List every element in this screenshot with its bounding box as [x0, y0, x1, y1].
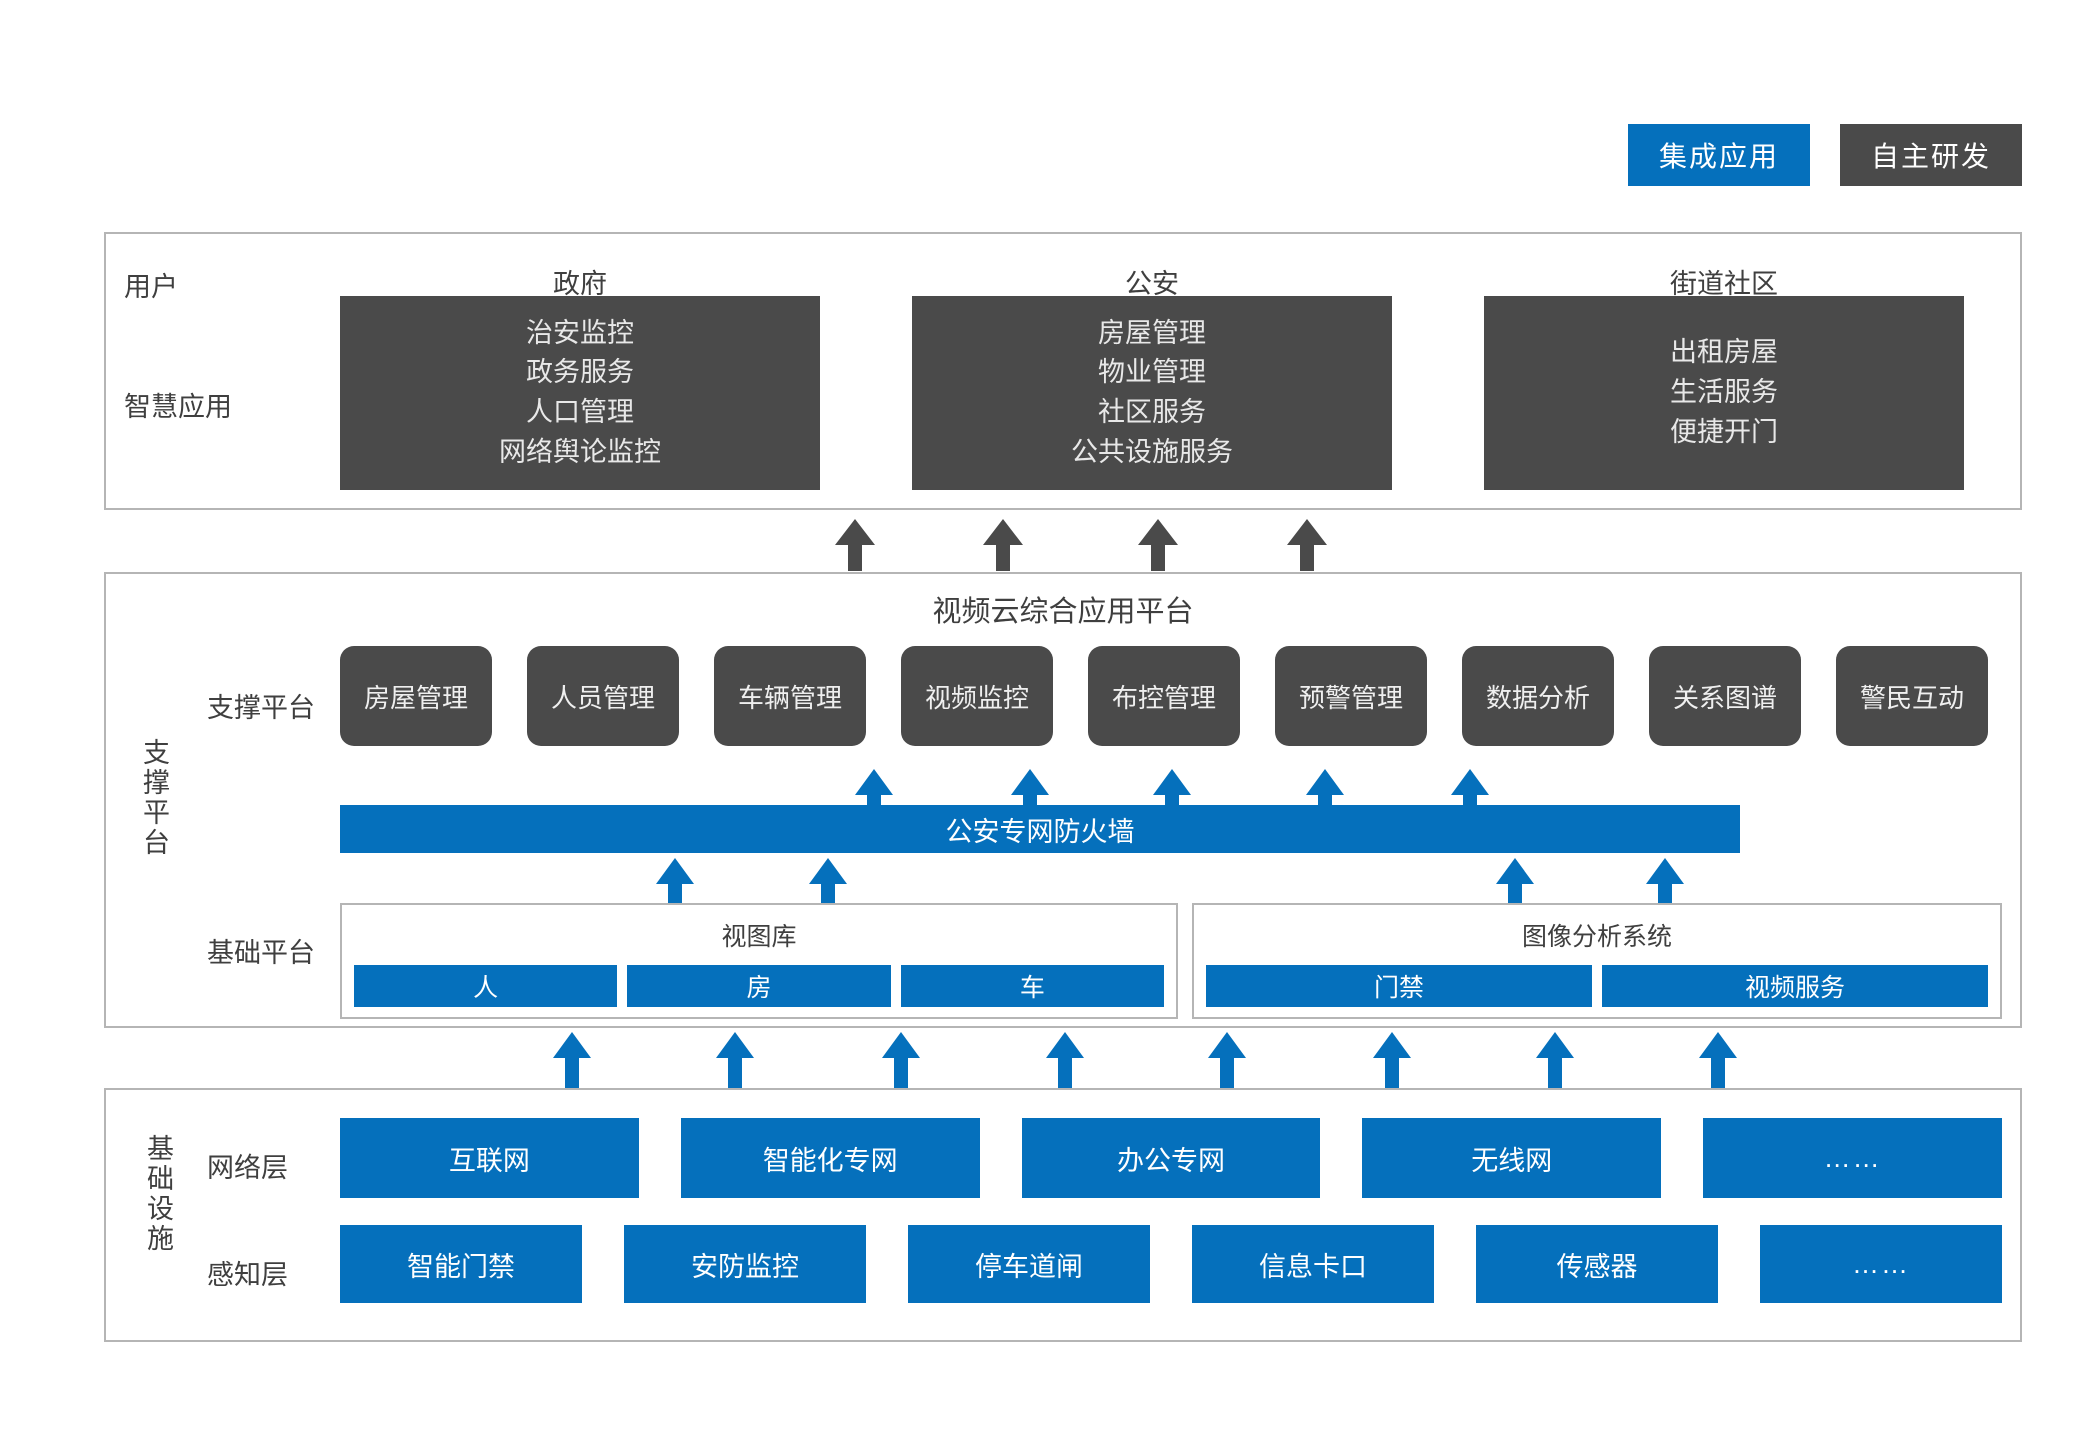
- sensing-cell-smart-access-control[interactable]: 智能门禁: [340, 1225, 582, 1303]
- row-label-base-platform: 基础平台: [207, 938, 315, 968]
- legend-chip-integrated-application: 集成应用: [1628, 124, 1810, 186]
- column-title-public-security: 公安: [1125, 269, 1179, 299]
- group-item-vehicle[interactable]: 车: [900, 965, 1164, 1007]
- group-title-image-analysis-system: 图像分析系统: [1521, 923, 1672, 951]
- network-cell-intelligent-private-network[interactable]: 智能化专网: [680, 1118, 980, 1198]
- support-card-deployment-control[interactable]: 布控管理: [1088, 646, 1240, 746]
- application-item: 政务服务: [526, 357, 634, 388]
- sensing-cell-information-checkpoint[interactable]: 信息卡口: [1192, 1225, 1434, 1303]
- sensing-cell-parking-barrier[interactable]: 停车道闸: [908, 1225, 1150, 1303]
- application-item: 物业管理: [1098, 357, 1206, 388]
- group-title-view-library: 视图库: [721, 923, 797, 951]
- legend: 集成应用 自主研发: [1628, 124, 2022, 186]
- platform-title: 视频云综合应用平台: [932, 596, 1194, 628]
- row-label-user: 用户: [124, 272, 178, 302]
- group-item-person[interactable]: 人: [354, 965, 618, 1007]
- sensing-cell-more[interactable]: ……: [1760, 1225, 2002, 1303]
- group-item-access-control[interactable]: 门禁: [1206, 965, 1592, 1007]
- network-cell-internet[interactable]: 互联网: [340, 1118, 639, 1198]
- support-card-personnel-management[interactable]: 人员管理: [527, 646, 679, 746]
- sensing-layer-row: 智能门禁 安防监控 停车道闸 信息卡口 传感器 ……: [340, 1225, 2002, 1303]
- column-title-government: 政府: [553, 269, 607, 299]
- row-label-sensing-layer: 感知层: [207, 1260, 288, 1290]
- side-label-support-platform: 支撑平台: [139, 738, 169, 858]
- support-card-housing-management[interactable]: 房屋管理: [340, 646, 492, 746]
- application-item: 房屋管理: [1098, 317, 1206, 348]
- group-item-video-service[interactable]: 视频服务: [1602, 965, 1988, 1007]
- row-label-network-layer: 网络层: [207, 1153, 288, 1183]
- application-item: 公共设施服务: [1071, 436, 1233, 467]
- group-view-library: 视图库 人 房 车: [340, 903, 1178, 1019]
- application-card-public-security: 房屋管理 物业管理 社区服务 公共设施服务: [912, 296, 1392, 490]
- support-card-vehicle-management[interactable]: 车辆管理: [714, 646, 866, 746]
- network-cell-more[interactable]: ……: [1703, 1118, 2002, 1198]
- support-card-video-surveillance[interactable]: 视频监控: [901, 646, 1053, 746]
- column-title-street-community: 街道社区: [1670, 269, 1778, 299]
- sensing-cell-sensor[interactable]: 传感器: [1476, 1225, 1718, 1303]
- application-item: 出租房屋: [1670, 337, 1778, 368]
- row-label-support-platform: 支撑平台: [207, 693, 315, 723]
- legend-chip-self-developed: 自主研发: [1840, 124, 2022, 186]
- sensing-cell-security-surveillance[interactable]: 安防监控: [624, 1225, 866, 1303]
- support-card-relationship-graph[interactable]: 关系图谱: [1649, 646, 1801, 746]
- application-card-government: 治安监控 政务服务 人口管理 网络舆论监控: [340, 296, 820, 490]
- support-card-data-analysis[interactable]: 数据分析: [1462, 646, 1614, 746]
- group-image-analysis-system: 图像分析系统 门禁 视频服务: [1192, 903, 2002, 1019]
- application-item: 网络舆论监控: [499, 436, 661, 467]
- network-cell-wireless-network[interactable]: 无线网: [1362, 1118, 1662, 1198]
- application-item: 人口管理: [526, 397, 634, 427]
- row-label-smart-application: 智慧应用: [124, 392, 232, 422]
- support-card-police-citizen-interaction[interactable]: 警民互动: [1836, 646, 1988, 746]
- network-layer-row: 互联网 智能化专网 办公专网 无线网 ……: [340, 1118, 2002, 1198]
- application-item: 社区服务: [1098, 397, 1206, 427]
- network-cell-office-private-network[interactable]: 办公专网: [1021, 1118, 1321, 1198]
- group-item-house[interactable]: 房: [627, 965, 891, 1007]
- support-card-early-warning[interactable]: 预警管理: [1275, 646, 1427, 746]
- application-item: 便捷开门: [1670, 416, 1778, 447]
- application-item: 生活服务: [1670, 377, 1778, 408]
- firewall-bar: 公安专网防火墙: [340, 805, 1740, 853]
- application-item: 治安监控: [526, 317, 634, 348]
- application-card-street-community: 出租房屋 生活服务 便捷开门: [1484, 296, 1964, 490]
- side-label-infrastructure: 基础设施: [143, 1134, 173, 1254]
